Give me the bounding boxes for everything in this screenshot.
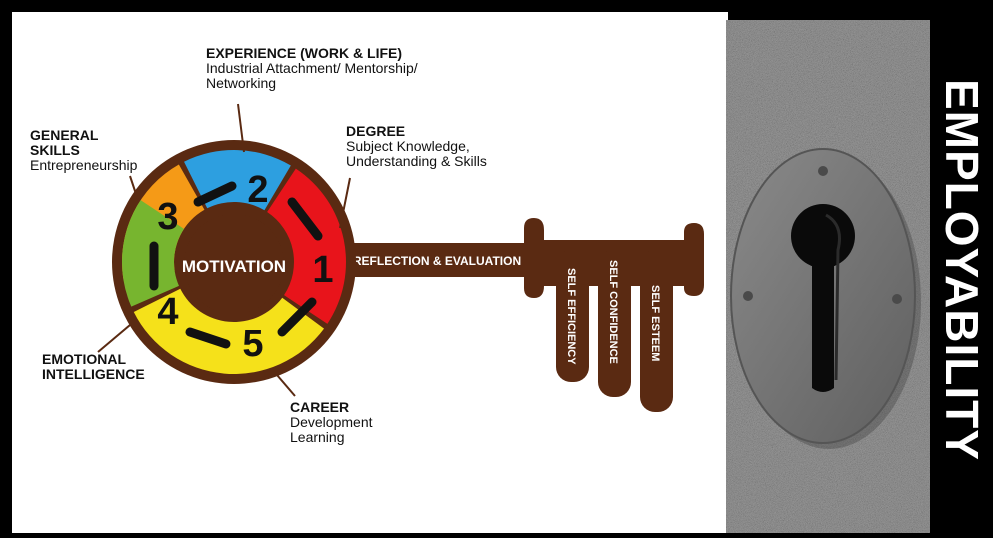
- segment-number-4: 4: [157, 291, 178, 333]
- tooth-label-self-confidence: SELF CONFIDENCE: [607, 260, 619, 364]
- label-emotional-head2: INTELLIGENCE: [42, 366, 145, 383]
- segment-numbers: 1 2 3 4 5: [157, 169, 333, 365]
- tooth-label-self-esteem: SELF ESTEEM: [649, 285, 661, 361]
- segment-number-3: 3: [157, 196, 178, 238]
- keyhole-icon: [791, 204, 855, 392]
- label-general-sub1: Entrepreneurship: [30, 157, 138, 174]
- label-career-sub1: Development: [290, 414, 373, 431]
- employability-title: EMPLOYABILITY: [932, 40, 992, 500]
- label-career: CAREER Development Learning: [290, 399, 373, 446]
- leader-general: [129, 175, 139, 201]
- label-experience-head: EXPERIENCE (WORK & LIFE): [206, 45, 403, 61]
- leader-degree: [339, 177, 351, 229]
- lock-screw-right: [892, 294, 902, 304]
- label-general-head2: SKILLS: [30, 142, 80, 159]
- employability-text: EMPLOYABILITY: [936, 79, 988, 461]
- ring-segment-1: [267, 168, 347, 324]
- lock-plate: [730, 148, 921, 449]
- label-degree-head: DEGREE: [346, 123, 406, 139]
- tooth-self-confidence: [598, 250, 631, 397]
- key-shaft: [335, 218, 704, 412]
- lock-screw-top: [818, 166, 828, 176]
- leader-career: [276, 374, 296, 397]
- label-general-head1: GENERAL: [30, 127, 99, 143]
- label-general-skills: GENERAL SKILLS Entrepreneurship: [30, 127, 138, 174]
- chain-link-5: [277, 297, 317, 337]
- label-experience-sub2: Networking: [206, 75, 277, 92]
- label-experience: EXPERIENCE (WORK & LIFE) Industrial Atta…: [206, 45, 418, 92]
- segment-number-2: 2: [247, 169, 268, 211]
- segment-number-1: 1: [312, 249, 333, 291]
- ring-segment-5: [133, 288, 325, 375]
- chain-link-4: [185, 327, 231, 349]
- key-bow-hub: [184, 214, 284, 314]
- label-degree-sub1: Subject Knowledge,: [346, 138, 470, 155]
- leader-emotional: [97, 324, 131, 353]
- label-emotional-head1: EMOTIONAL: [42, 351, 126, 367]
- tooth-self-efficiency: [556, 250, 589, 382]
- center-label: MOTIVATION: [182, 257, 286, 276]
- leader-experience: [237, 103, 245, 153]
- lock-screw-left: [743, 291, 753, 301]
- tooth-label-self-efficiency: SELF EFFICIENCY: [565, 268, 577, 365]
- label-degree: DEGREE Subject Knowledge, Understanding …: [346, 123, 487, 170]
- label-career-head: CAREER: [290, 399, 350, 415]
- label-experience-sub1: Industrial Attachment/ Mentorship/: [206, 60, 418, 77]
- chain-link-1: [287, 197, 323, 241]
- label-emotional-intelligence: EMOTIONAL INTELLIGENCE: [42, 351, 145, 383]
- label-degree-sub2: Understanding & Skills: [346, 153, 487, 170]
- tooth-self-esteem: [640, 250, 673, 412]
- segment-links: [149, 181, 323, 349]
- segment-number-5: 5: [242, 323, 263, 365]
- label-career-sub2: Learning: [290, 429, 345, 446]
- shaft-label: REFLECTION & EVALUATION: [353, 254, 521, 268]
- chain-link-2: [193, 181, 237, 207]
